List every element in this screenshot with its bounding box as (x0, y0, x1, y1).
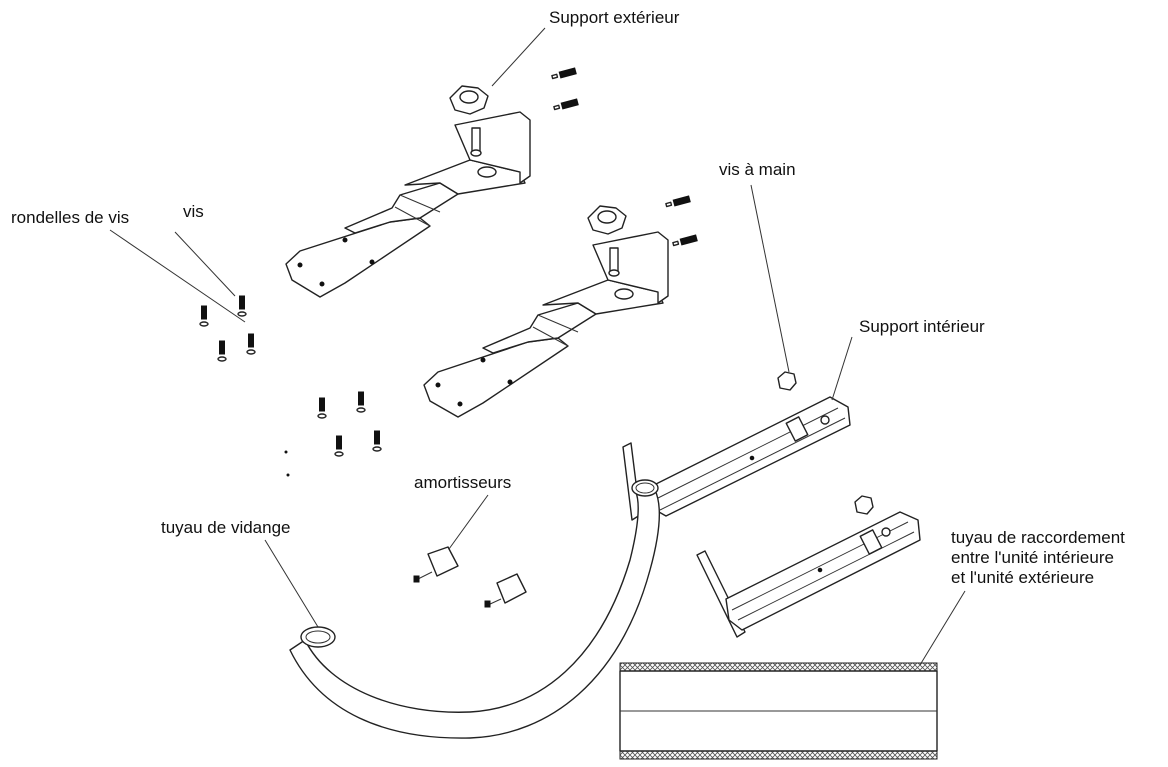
label-tuyau-raccordement: tuyau de raccordement entre l'unité inté… (951, 528, 1168, 588)
indoor-bracket-1 (622, 396, 851, 521)
damper-2 (484, 573, 527, 608)
indoor-bracket-2 (696, 511, 921, 638)
damper-1 (413, 546, 459, 583)
hand-screw-2 (854, 495, 874, 515)
drain-hose (289, 479, 661, 739)
label-tuyau-raccordement-line-3: et l'unité extérieure (951, 568, 1095, 587)
label-support-interieur: Support intérieur (859, 317, 985, 336)
stray-dot-2 (286, 473, 290, 477)
leader-lines (109, 27, 966, 666)
stray-dot-1 (284, 450, 288, 454)
hand-screw-knob-2 (587, 205, 627, 235)
label-vis-a-main: vis à main (719, 160, 796, 179)
label-amortisseurs: amortisseurs (414, 473, 512, 492)
outdoor-bracket-1 (285, 111, 531, 298)
label-rondelles-de-vis: rondelles de vis (11, 208, 130, 227)
label-tuyau-de-vidange: tuyau de vidange (161, 518, 291, 537)
label-tuyau-raccordement-line-2: entre l'unité intérieure (951, 548, 1114, 567)
hand-screw-knob-1 (449, 85, 489, 115)
hand-screw-1 (777, 371, 797, 391)
label-vis: vis (183, 202, 204, 221)
label-support-exterieur: Support extérieur (549, 8, 680, 27)
screw-set-2 (317, 391, 382, 457)
label-tuyau-raccordement-line-1: tuyau de raccordement (951, 528, 1125, 547)
connecting-pipe (619, 662, 938, 760)
screw-set-1 (199, 295, 256, 362)
bracket-screws (551, 67, 698, 247)
outdoor-bracket-2 (423, 231, 669, 418)
